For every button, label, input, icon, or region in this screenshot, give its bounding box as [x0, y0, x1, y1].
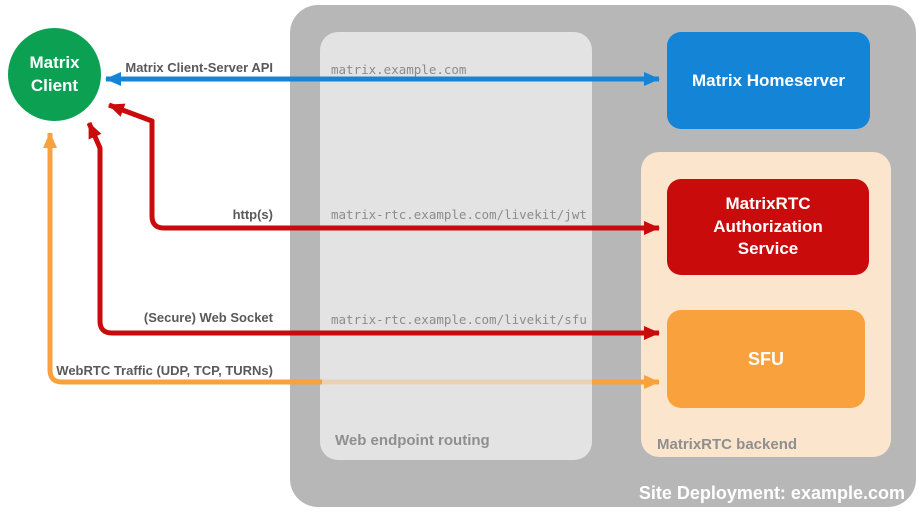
sfu-node: SFU	[667, 310, 865, 408]
webrtc-traffic-label: WebRTC Traffic (UDP, TCP, TURNs)	[56, 363, 273, 378]
web-endpoint-routing-label: Web endpoint routing	[335, 432, 490, 449]
endpoint-url-livekit-jwt: matrix-rtc.example.com/livekit/jwt	[331, 207, 587, 222]
https-label: http(s)	[232, 207, 273, 222]
matrix-client-node: Matrix Client	[8, 28, 101, 121]
endpoint-url-livekit-sfu: matrix-rtc.example.com/livekit/sfu	[331, 312, 587, 327]
sfu-label: SFU	[748, 348, 784, 369]
auth-service-label: MatrixRTC Authorization Service	[713, 193, 823, 259]
matrix-client-label: Matrix Client	[29, 52, 80, 95]
matrixrtc-backend-label: MatrixRTC backend	[657, 436, 798, 453]
web-endpoint-routing-container	[320, 32, 592, 460]
endpoint-url-homeserver: matrix.example.com	[331, 62, 467, 77]
matrix-homeserver-node: Matrix Homeserver	[667, 32, 870, 129]
matrix-homeserver-label: Matrix Homeserver	[691, 70, 846, 90]
site-deployment-title: Site Deployment: example.com	[638, 483, 905, 503]
web-socket-label: (Secure) Web Socket	[143, 310, 273, 325]
matrixrtc-authorization-service-node: MatrixRTC Authorization Service	[667, 179, 869, 275]
client-server-api-label: Matrix Client-Server API	[125, 60, 273, 75]
webrtc-traffic-arrow	[43, 132, 322, 385]
